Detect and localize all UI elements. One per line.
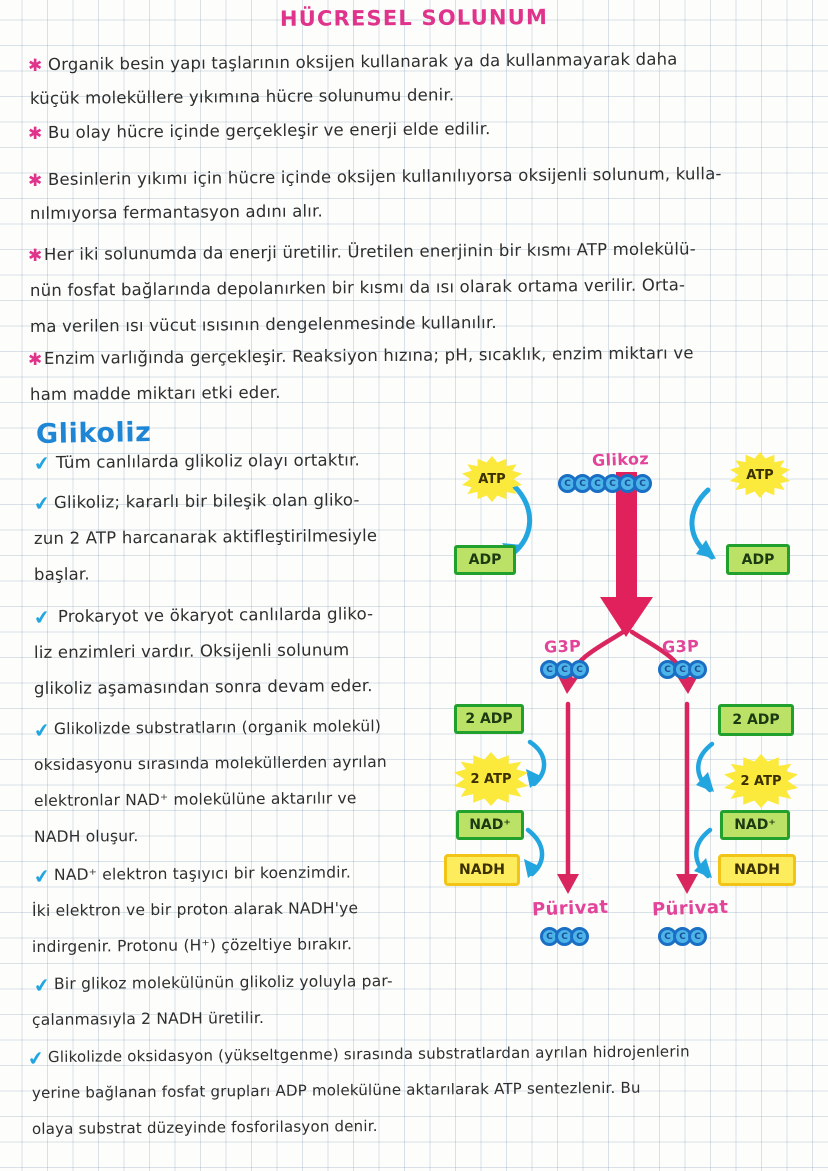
- check-bullet-icon: ✔: [32, 606, 52, 631]
- carbon-circle: C: [555, 660, 574, 679]
- arrowhead-nad-nadh-right: [694, 858, 712, 878]
- arrowhead-nad-nadh-left: [524, 859, 541, 878]
- arrowhead-right-priming: [696, 540, 716, 559]
- note-line: elektronlar NAD⁺ molekülüne aktarılır ve: [33, 789, 357, 810]
- note-line: zun 2 ATP harcanarak aktifleştirilmesiyl…: [33, 526, 378, 548]
- note-line: indirgenir. Protonu (H⁺) çözeltiye bırak…: [31, 935, 353, 956]
- check-bullet-icon: ✔: [32, 719, 52, 744]
- carbon-circle: C: [570, 927, 589, 946]
- main-arrow-head: [600, 597, 653, 637]
- page-title: HÜCRESEL SOLUNUM: [279, 5, 549, 31]
- note-line: nılmıyorsa fermantasyon adını alır.: [29, 201, 324, 223]
- note-line: Glikolizde substratların (organik molekü…: [53, 717, 382, 738]
- star-bullet-icon: ✱: [28, 56, 43, 76]
- star-bullet-icon: ✱: [28, 124, 43, 144]
- adp-box-right: ADP: [726, 544, 790, 575]
- check-bullet-icon: ✔: [32, 974, 52, 999]
- note-line: Bu olay hücre içinde gerçekleşir ve ener…: [47, 119, 491, 142]
- note-line: Her iki solunumda da enerji üretilir. Ür…: [43, 239, 696, 264]
- check-bullet-icon: ✔: [32, 492, 52, 517]
- glycolysis-diagram: Glikoz C C C C C C ATP ADP ATP ADP G3P C…: [440, 432, 828, 972]
- star-bullet-icon: ✱: [28, 171, 43, 191]
- note-line: Besinlerin yıkımı için hücre içinde oksi…: [47, 164, 722, 189]
- note-line: oksidasyonu sırasında moleküllerden ayrı…: [33, 752, 387, 774]
- section-heading-glikoliz: Glikoliz: [35, 416, 152, 451]
- arrow-atp-to-adp-left: [509, 484, 533, 557]
- nadh-box-left: NADH: [444, 854, 520, 886]
- carbon-circle: C: [688, 927, 707, 946]
- nad-box-right: NAD⁺: [720, 810, 790, 840]
- note-line: ma verilen ısı vücut ısısının dengelenme…: [29, 312, 497, 336]
- note-line: Enzim varlığında gerçekleşir. Reaksiyon …: [43, 343, 694, 368]
- note-line: İki elektron ve bir proton alarak NADH'y…: [31, 899, 359, 920]
- check-bullet-icon: ✔: [32, 865, 52, 890]
- branch-arrowhead-right: [678, 676, 698, 694]
- adp-box-left: ADP: [454, 545, 516, 575]
- note-line: yerine bağlanan fosfat grupları ADP mole…: [31, 1078, 641, 1102]
- note-line: Glikolizde oksidasyon (yükseltgenme) sır…: [47, 1042, 690, 1066]
- note-line: NAD⁺ elektron taşıyıcı bir koenzimdir.: [53, 863, 352, 884]
- pyruvate-label-right: Pürivat: [651, 896, 729, 921]
- note-line: glikoliz aşamasından sonra devam eder.: [33, 676, 373, 698]
- note-line: Bir glikoz molekülünün glikoliz yoluyla …: [53, 972, 393, 993]
- pyruvate-arrowhead-left: [557, 874, 579, 894]
- check-bullet-icon: ✔: [32, 452, 52, 477]
- note-line: Glikoliz; kararlı bir bileşik olan gliko…: [53, 490, 360, 512]
- main-arrow-shaft: [616, 472, 637, 602]
- nad-box-left: NAD⁺: [456, 810, 524, 840]
- glucose-carbons: C C C C C C: [558, 474, 652, 493]
- pyruvate-carbons-right: C C C: [658, 927, 707, 946]
- g3p-label-right: G3P: [661, 636, 700, 657]
- diagram-arrows: [502, 472, 716, 894]
- note-line: çalanmasıyla 2 NADH üretilir.: [31, 1008, 265, 1029]
- pyruvate-arrowhead-right: [676, 874, 698, 894]
- adp-box-branch-right: 2 ADP: [718, 704, 794, 736]
- glucose-label: Glikoz: [591, 449, 650, 470]
- g3p-carbons-left: C C C: [540, 660, 589, 679]
- carbon-circle: C: [618, 474, 637, 493]
- g3p-label-left: G3P: [543, 636, 582, 657]
- check-bullet-icon: ✔: [26, 1047, 46, 1072]
- note-line: liz enzimleri vardır. Oksijenli solunum: [33, 640, 350, 662]
- note-line: Organik besin yapı taşlarının oksijen ku…: [47, 49, 678, 74]
- note-line: ham madde miktarı etki eder.: [29, 382, 281, 404]
- adp-box-branch-left: 2 ADP: [454, 704, 524, 734]
- star-bullet-icon: ✱: [28, 246, 43, 266]
- note-line: nün fosfat bağlarında depolanırken bir k…: [29, 275, 686, 300]
- branch-arrowhead-left: [558, 676, 578, 694]
- note-line: olaya substrat düzeyinde fosforilasyon d…: [31, 1116, 378, 1138]
- nadh-box-right: NADH: [718, 854, 796, 886]
- note-line: başlar.: [33, 564, 90, 584]
- arrowhead-adp-atp-right: [696, 772, 714, 792]
- note-line: NADH oluşur.: [33, 827, 139, 846]
- pyruvate-label-left: Pürivat: [531, 896, 609, 921]
- arrowhead-adp-atp-left: [526, 769, 543, 788]
- note-line: Tüm canlılarda glikoliz olayı ortaktır.: [55, 450, 361, 472]
- note-line: Prokaryot ve ökaryot canlılarda gliko-: [57, 604, 374, 626]
- note-line: küçük moleküllere yıkımına hücre solunum…: [29, 85, 455, 108]
- carbon-circle: C: [688, 660, 707, 679]
- star-bullet-icon: ✱: [28, 350, 43, 370]
- carbon-circle: C: [570, 660, 589, 679]
- carbon-circle: C: [633, 474, 652, 493]
- pyruvate-carbons-left: C C C: [540, 927, 589, 946]
- g3p-carbons-right: C C C: [658, 660, 707, 679]
